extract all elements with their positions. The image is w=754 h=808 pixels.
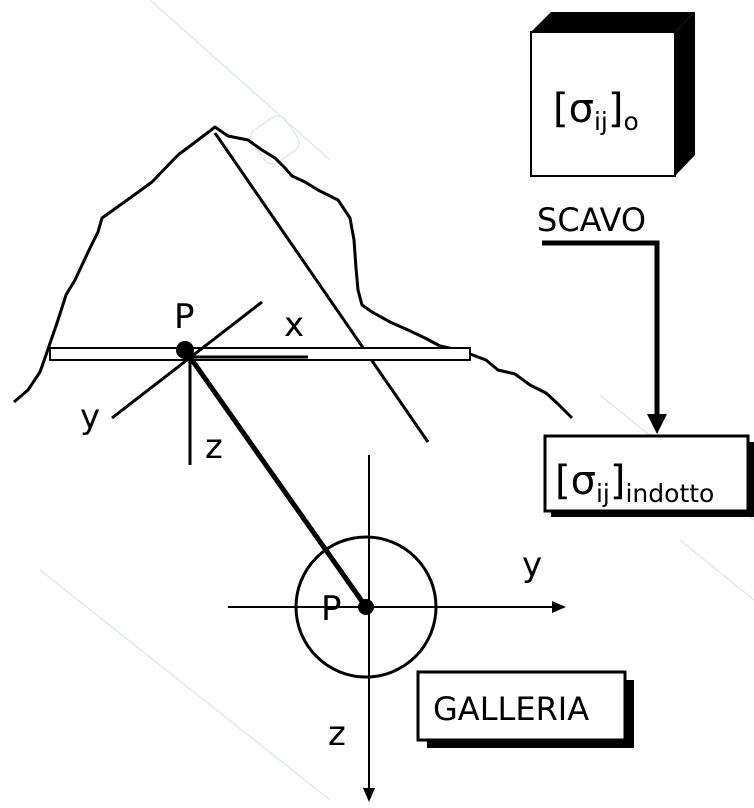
axis-z-label-top: z	[205, 427, 223, 467]
axis-y-label-top: y	[80, 397, 100, 437]
local-axes-top	[111, 300, 308, 465]
axis-diagonal-line	[111, 300, 263, 420]
induced-stress-box: [σij]indotto	[543, 434, 754, 517]
galleria-box: GALLERIA	[416, 670, 634, 748]
cube-top-face	[531, 12, 695, 32]
connecting-line	[182, 348, 369, 609]
induced-stress-label: [σij]indotto	[555, 458, 714, 508]
galleria-label: GALLERIA	[433, 690, 589, 728]
horizontal-plane-bar	[49, 347, 471, 361]
point-p-top-label: P	[174, 297, 195, 337]
axis-y-label-bottom: y	[522, 545, 542, 585]
point-p-top-dot	[176, 341, 194, 359]
initial-stress-label: [σij]o	[553, 86, 639, 136]
terrain-profile	[13, 125, 574, 420]
point-p-bottom-label: P	[321, 589, 342, 629]
tunnel-axis-y-arrowhead	[552, 601, 566, 613]
cube-side-face	[675, 12, 695, 176]
axis-x-label: x	[284, 305, 304, 345]
galleria-box-frame	[416, 670, 627, 742]
scavo-arrow-line	[542, 240, 660, 415]
point-p-bottom-dot	[358, 599, 374, 615]
cube-front-face	[530, 31, 676, 177]
initial-stress-cube: [σij]o	[530, 12, 695, 177]
tunnel-axis-z-arrowhead	[363, 788, 375, 802]
axis-z-label-bottom: z	[328, 714, 346, 754]
scavo-arrowhead	[647, 414, 667, 434]
scavo-label: SCAVO	[537, 201, 646, 239]
induced-stress-box-frame	[543, 434, 750, 513]
inclined-line	[213, 132, 430, 443]
